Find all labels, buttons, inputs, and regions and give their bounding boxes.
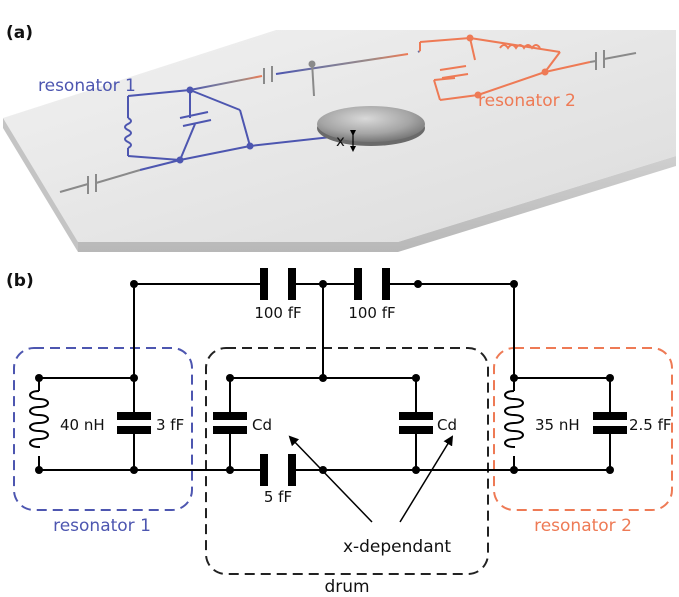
drum-cap-right <box>399 412 433 434</box>
node <box>319 280 327 288</box>
drum-cap-left-label: Cd <box>252 416 272 434</box>
node <box>319 466 327 474</box>
panel-b: (b) <box>6 268 673 597</box>
chip-node <box>176 156 184 164</box>
resonator-1-box <box>13 347 193 511</box>
node <box>130 280 138 288</box>
drum-bottom-cap-label: 5 fF <box>264 488 292 506</box>
node <box>412 374 420 382</box>
chip-top-capacitors <box>263 61 315 97</box>
drum-cap-left <box>213 412 247 434</box>
res2-capacitor <box>593 412 627 434</box>
chip-node <box>541 68 549 76</box>
node <box>510 374 518 382</box>
coupling-cap-right-label: 100 fF <box>348 304 395 322</box>
drum-label: drum <box>324 577 369 597</box>
node <box>414 280 422 288</box>
node <box>412 466 420 474</box>
node <box>319 374 327 382</box>
chip-node <box>246 142 254 150</box>
coupling-cap-left <box>260 268 296 300</box>
chip-right-capacitor <box>589 50 637 70</box>
displacement-label: x <box>336 132 345 150</box>
chip-left-capacitor <box>59 169 141 194</box>
node <box>606 374 614 382</box>
node <box>510 280 518 288</box>
res1-cap-label: 3 fF <box>156 416 184 434</box>
chip-resonator-2 <box>419 37 591 101</box>
chip-node <box>474 91 482 99</box>
panel-a-label: (a) <box>6 23 33 43</box>
node <box>226 374 234 382</box>
chip-top-wire <box>189 50 421 91</box>
res2-inductor-coil <box>504 390 524 448</box>
node <box>130 466 138 474</box>
chip-node <box>466 34 474 42</box>
circuit-nodes <box>35 280 614 474</box>
resonator-1-label: resonator 1 <box>53 516 151 536</box>
res2-cap-label: 2.5 fF <box>629 416 672 434</box>
chip-resonator-1 <box>124 89 341 171</box>
node <box>35 466 43 474</box>
res1-inductor-label: 40 nH <box>60 416 105 434</box>
node <box>130 374 138 382</box>
node <box>35 374 43 382</box>
x-dependant-label: x-dependant <box>343 537 451 557</box>
node <box>606 466 614 474</box>
coupling-cap-left-label: 100 fF <box>254 304 301 322</box>
res1-capacitor <box>117 412 151 434</box>
drum-bottom-cap <box>260 454 296 486</box>
chip-resonator-2-label: resonator 2 <box>478 91 576 111</box>
resonator-2-label: resonator 2 <box>534 516 632 536</box>
circuit-wires <box>38 283 611 471</box>
x-dependant-arrows <box>288 435 454 523</box>
node <box>226 466 234 474</box>
drum-cap-right-label: Cd <box>437 416 457 434</box>
chip-resonator-1-label: resonator 1 <box>38 76 136 96</box>
res1-inductor-coil <box>29 390 49 448</box>
panel-a: (a) <box>3 23 676 252</box>
drum-box <box>205 347 489 575</box>
chip-node <box>308 60 316 68</box>
res2-inductor-label: 35 nH <box>535 416 580 434</box>
panel-b-label: (b) <box>6 271 34 291</box>
node <box>510 466 518 474</box>
resonator-2-box <box>493 347 673 511</box>
drum-membrane <box>317 106 425 146</box>
coupling-cap-right <box>354 268 390 300</box>
